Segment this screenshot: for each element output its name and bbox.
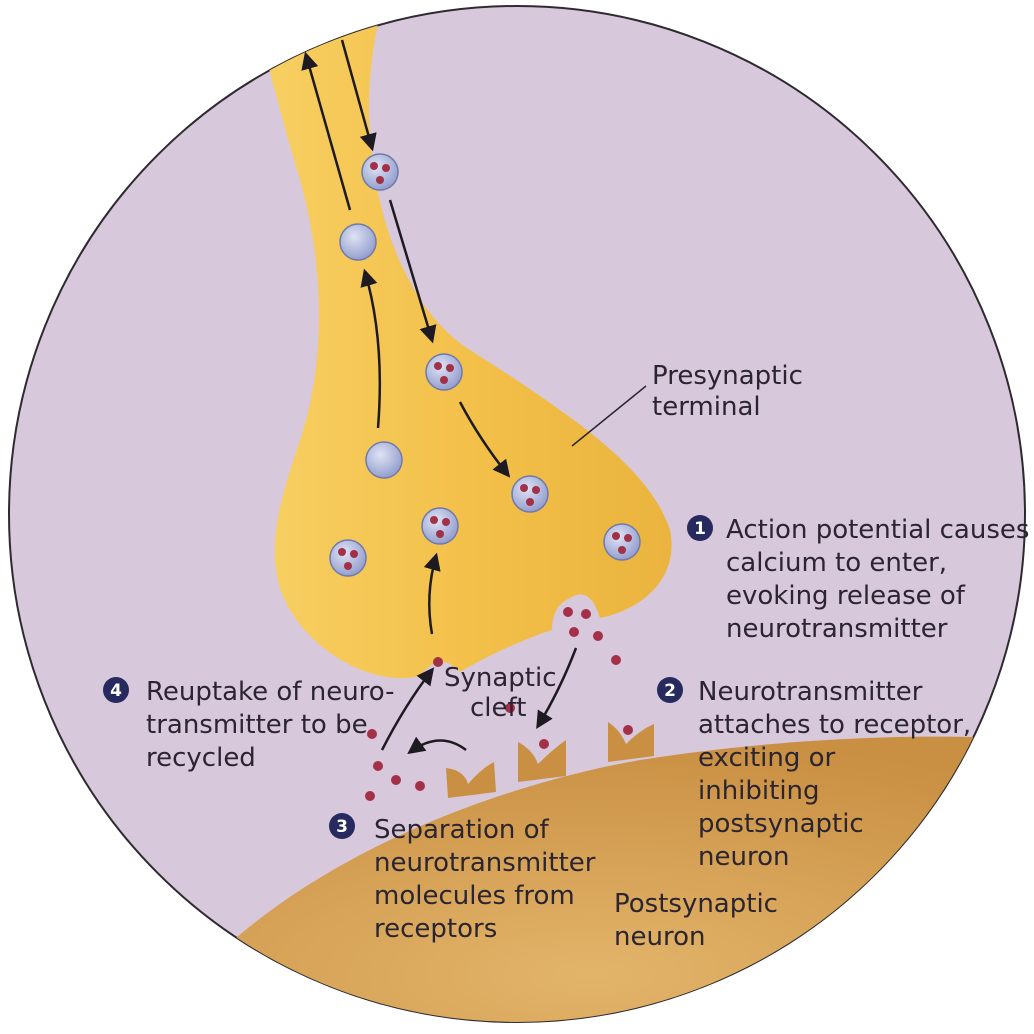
receptor <box>608 722 654 762</box>
label-pointer <box>571 385 647 447</box>
step-3-text: Separation of neurotransmitter molecules… <box>374 815 604 944</box>
arrow <box>423 552 441 635</box>
step-number: 3 <box>336 817 348 837</box>
step-badge <box>329 813 355 839</box>
postsynaptic-label: Postsynaptic neuron <box>614 889 786 952</box>
vesicle-empty <box>339 223 377 261</box>
neurotransmitter-molecules <box>365 607 633 801</box>
step-4-text: Reuptake of neuro- transmitter to be rec… <box>146 677 403 773</box>
vesicle-full <box>421 507 459 545</box>
step-2-text: Neurotransmitter attaches to receptor, e… <box>698 677 979 872</box>
arrow <box>380 667 435 751</box>
arrow <box>360 268 382 429</box>
step-number: 1 <box>694 519 706 539</box>
vesicle-full <box>425 353 463 391</box>
step-number: 2 <box>664 681 676 701</box>
step-badge <box>657 677 683 703</box>
presynaptic-label: Presynaptic terminal <box>652 361 811 422</box>
step-badge <box>103 677 129 703</box>
arrow <box>536 647 578 729</box>
arrow <box>301 51 352 211</box>
step-1-text: Action potential causes calcium to enter… <box>726 515 1034 644</box>
arrow <box>388 199 437 344</box>
vesicle-empty <box>365 441 403 479</box>
vesicle-full <box>361 153 399 191</box>
receptor <box>446 762 496 798</box>
arrow <box>407 736 467 755</box>
arrow <box>340 39 377 152</box>
vesicle-full <box>511 475 549 513</box>
arrow <box>458 401 511 478</box>
presynaptic-terminal <box>266 24 672 679</box>
receptor <box>518 740 566 782</box>
step-badge <box>687 515 713 541</box>
synaptic-cleft-label: Synaptic cleft <box>444 663 565 723</box>
step-number: 4 <box>110 681 122 701</box>
vesicle-full <box>603 523 641 561</box>
vesicle-full <box>329 539 367 577</box>
